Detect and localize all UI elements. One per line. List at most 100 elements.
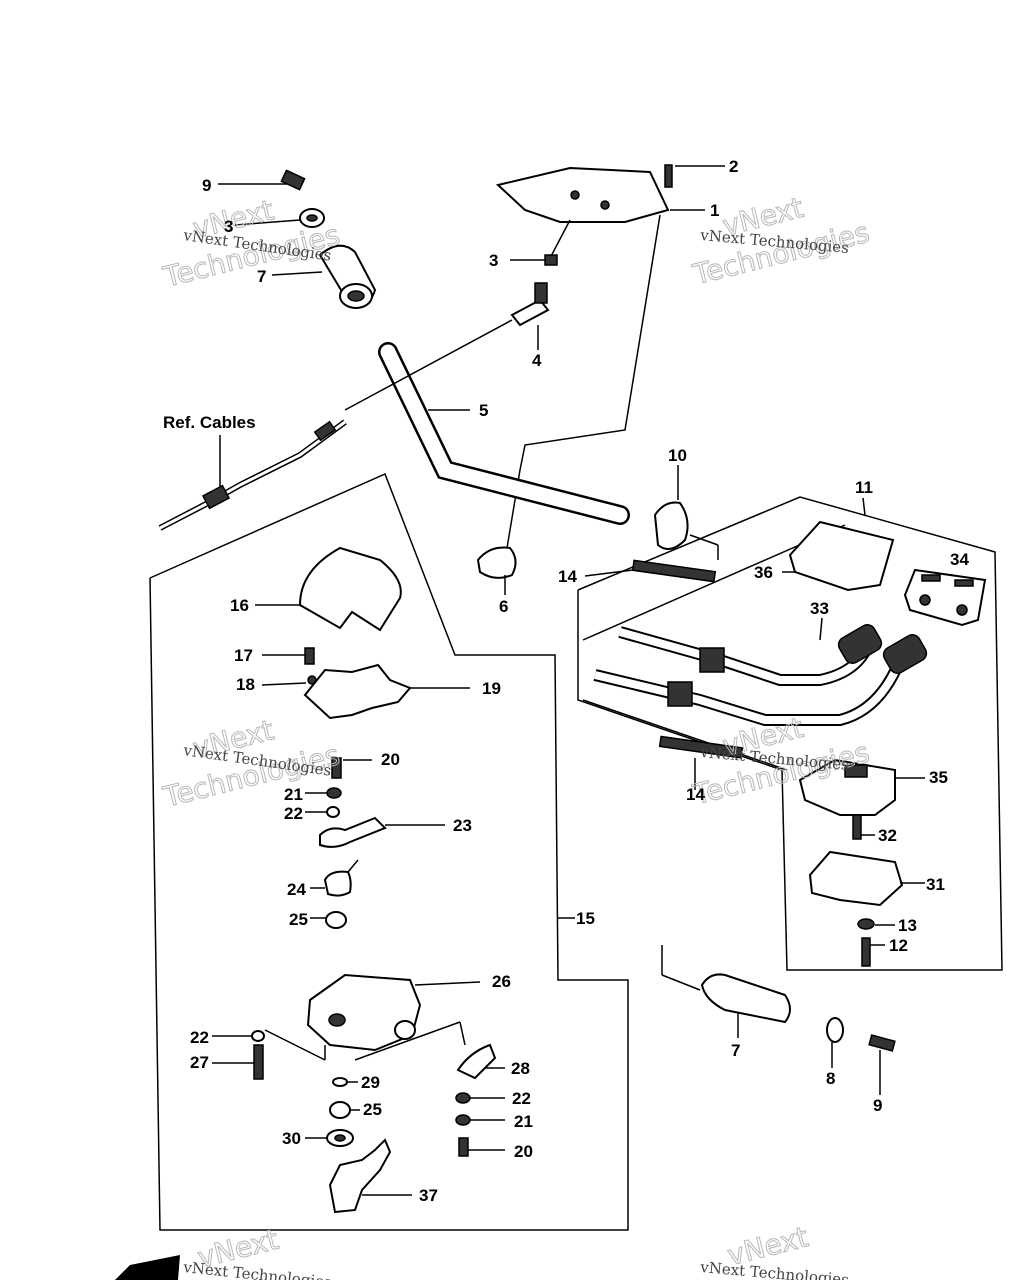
lever-23 [319, 816, 387, 848]
callout-31: 31 [926, 875, 945, 894]
callout-22-lower: 22 [512, 1089, 531, 1108]
callout-7-left: 7 [257, 267, 266, 286]
ref-cable-end [313, 420, 337, 442]
ref-cables-label: Ref. Cables [163, 413, 256, 432]
plate-hole-2 [570, 190, 580, 200]
bolt-9-left [280, 169, 306, 191]
spring-14-bottom [658, 735, 744, 759]
part-28 [456, 1043, 497, 1080]
cable-fitting-4 [510, 298, 550, 327]
harness-boot-1 [837, 624, 883, 664]
bolt-12 [861, 937, 871, 967]
leader-26 [414, 981, 481, 986]
bolt-2 [664, 164, 673, 188]
cover-16 [298, 546, 402, 632]
ref-cable-ferrule [201, 484, 231, 510]
washer-22-lower [455, 1092, 471, 1104]
callout-26: 26 [492, 972, 511, 991]
callout-19: 19 [482, 679, 501, 698]
screw-20-lower [458, 1137, 469, 1157]
callout-11: 11 [855, 478, 873, 497]
callout-20-lower: 20 [514, 1142, 533, 1161]
callout-22-upper: 22 [284, 804, 303, 823]
cable-line [344, 319, 513, 411]
screw-27 [253, 1044, 264, 1080]
callout-22-left: 22 [190, 1028, 209, 1047]
switch-34-hole-2 [956, 604, 968, 616]
callout-23: 23 [453, 816, 472, 835]
group-11-boundary [577, 496, 1003, 971]
leader-3a [234, 219, 301, 226]
leader-33 [819, 617, 823, 641]
washer-29 [332, 1077, 348, 1087]
group-11-inner-line-2 [582, 699, 788, 771]
housing-26-boss [394, 1020, 416, 1040]
band-clamp-10 [653, 501, 689, 550]
callout-29: 29 [361, 1073, 380, 1092]
washer-21-upper [326, 787, 342, 799]
group-15-boundary [149, 472, 629, 1231]
screw-32 [852, 814, 862, 840]
callout-4: 4 [532, 351, 542, 370]
callout-14-bottom: 14 [686, 785, 705, 804]
callout-9-left: 9 [202, 176, 211, 195]
switch-34-slot-2 [954, 579, 974, 587]
washer-13 [857, 918, 875, 930]
callout-16: 16 [230, 596, 249, 615]
callout-28: 28 [511, 1059, 530, 1078]
callout-30: 30 [282, 1129, 301, 1148]
pad-36 [788, 520, 895, 592]
spring-24 [323, 870, 352, 897]
harness-boot-2 [882, 634, 928, 674]
wire-harness-33b-inner [594, 658, 904, 724]
callout-10: 10 [668, 446, 687, 465]
grip-7-left-bore [347, 290, 365, 302]
nut-25-upper [325, 911, 347, 929]
spring-24-tail [347, 859, 359, 873]
washer-30-hole [334, 1134, 346, 1142]
plate-hole [600, 200, 610, 210]
callout-35: 35 [929, 768, 948, 787]
callout-25-upper: 25 [289, 910, 308, 929]
mounting-plate [495, 166, 670, 223]
switch-lower-35 [798, 758, 896, 816]
watermark-caption-bottom-left: vNext Technologies [182, 1258, 333, 1280]
clamp-6 [476, 546, 517, 579]
callout-1: 1 [710, 201, 719, 220]
leader-11 [862, 497, 866, 516]
callout-7-right: 7 [731, 1041, 740, 1060]
nut-3-center [544, 254, 558, 266]
callout-12: 12 [889, 936, 908, 955]
harness-connector-2 [667, 681, 693, 707]
callout-36: 36 [754, 563, 773, 582]
handlebar-5-inner [380, 344, 628, 523]
clamp-31 [808, 850, 904, 907]
plate-to-clamp-line [504, 214, 661, 561]
callout-24: 24 [287, 880, 306, 899]
harness-connector-1 [699, 647, 725, 673]
grip-7-right [700, 973, 791, 1024]
callout-15: 15 [576, 909, 595, 928]
throttle-lever-37 [328, 1138, 392, 1214]
callout-37: 37 [419, 1186, 438, 1205]
callout-25-lower: 25 [363, 1100, 382, 1119]
callout-6: 6 [499, 597, 508, 616]
housing-line-right-2 [459, 1021, 466, 1046]
leader-18 [261, 682, 307, 686]
band-line [689, 534, 719, 546]
callout-21-lower: 21 [514, 1112, 533, 1131]
callout-27: 27 [190, 1053, 209, 1072]
housing-line-right [354, 1021, 461, 1061]
leader-7a [271, 271, 323, 276]
washer-22-left [251, 1030, 265, 1042]
callout-21-upper: 21 [284, 785, 303, 804]
leader-14a [584, 569, 634, 577]
switch-34-slot [921, 574, 941, 582]
callout-34: 34 [950, 550, 969, 569]
washer-8-right [826, 1017, 844, 1043]
callout-2: 2 [729, 157, 738, 176]
callout-33: 33 [810, 599, 829, 618]
housing-26-hole [328, 1013, 346, 1027]
switch-35-button [844, 764, 868, 778]
